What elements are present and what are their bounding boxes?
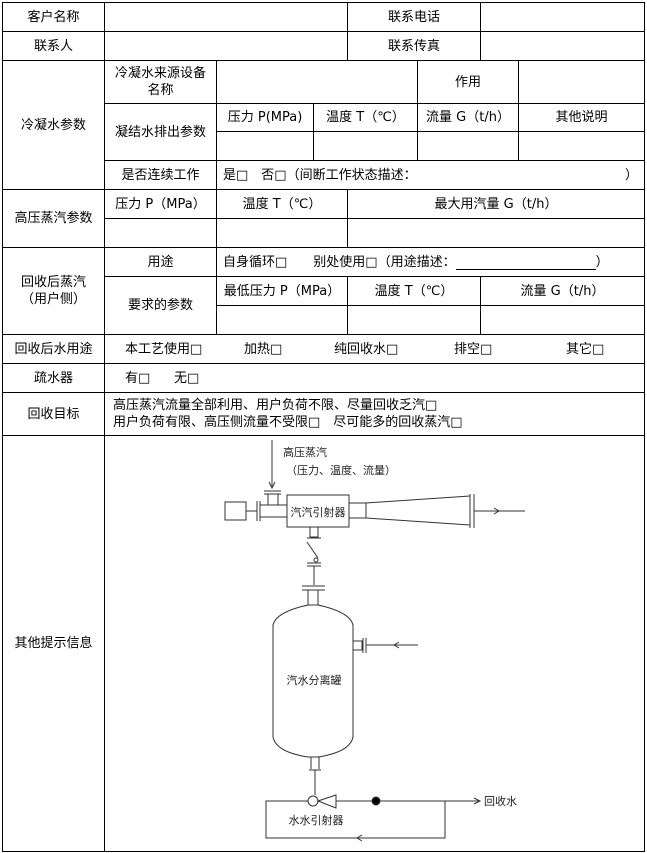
separator-tank [272, 604, 354, 758]
steam-steam-ejector [224, 490, 525, 528]
water-water-ejector [265, 757, 482, 842]
option-pure-recovery[interactable]: 纯回收水□ [334, 341, 399, 357]
goal-option-2[interactable]: 用户负荷有限、高压侧流量不受限□ 尽可能多的回收蒸汽□ [113, 415, 463, 430]
option-no[interactable]: 无□ [174, 370, 200, 386]
option-vent[interactable]: 排空□ [454, 341, 493, 357]
condensate-pressure-text: 压力 P(MPa) [227, 110, 303, 125]
hp-steam-inlet-arrow [268, 440, 276, 490]
goal-options: 高压蒸汽流量全部利用、用户负荷不限、尽量回收乏汽□ 用户负荷有限、高压侧流量不受… [104, 392, 645, 436]
continuous-options[interactable]: 是□ 否□（间断工作状态描述： [223, 167, 417, 183]
water-ejector-text: 水水引射器 [289, 813, 344, 827]
hp-steam-text: 高压蒸汽 [283, 445, 327, 459]
option-yes[interactable]: 有□ [125, 370, 151, 386]
option-other[interactable]: 其它□ [566, 341, 605, 357]
use-options[interactable]: 自身循环□ 别处使用□（用途描述： [223, 254, 456, 270]
recovered-water-text: 回收水 [484, 794, 517, 808]
goal-option-1[interactable]: 高压蒸汽流量全部利用、用户负荷不限、尽量回收乏汽□ [113, 398, 438, 413]
close-paren: ） [624, 167, 638, 183]
hp-steam-params-text: （压力、温度、流量） [286, 463, 396, 477]
option-this-process[interactable]: 本工艺使用□ [125, 341, 203, 357]
pump-icon [371, 796, 381, 806]
recovered-steam-label: 回收后蒸汽（用户侧） [2, 247, 105, 335]
steam-ejector-text: 汽汽引射器 [291, 505, 346, 519]
diagram-cell [104, 435, 645, 852]
use-description-line[interactable] [455, 255, 596, 270]
check-valve-pipe [302, 526, 325, 605]
close-paren: ） [595, 254, 609, 270]
option-heating[interactable]: 加热□ [244, 341, 283, 357]
side-inlet [353, 638, 418, 653]
separator-text: 汽水分离罐 [287, 673, 342, 687]
